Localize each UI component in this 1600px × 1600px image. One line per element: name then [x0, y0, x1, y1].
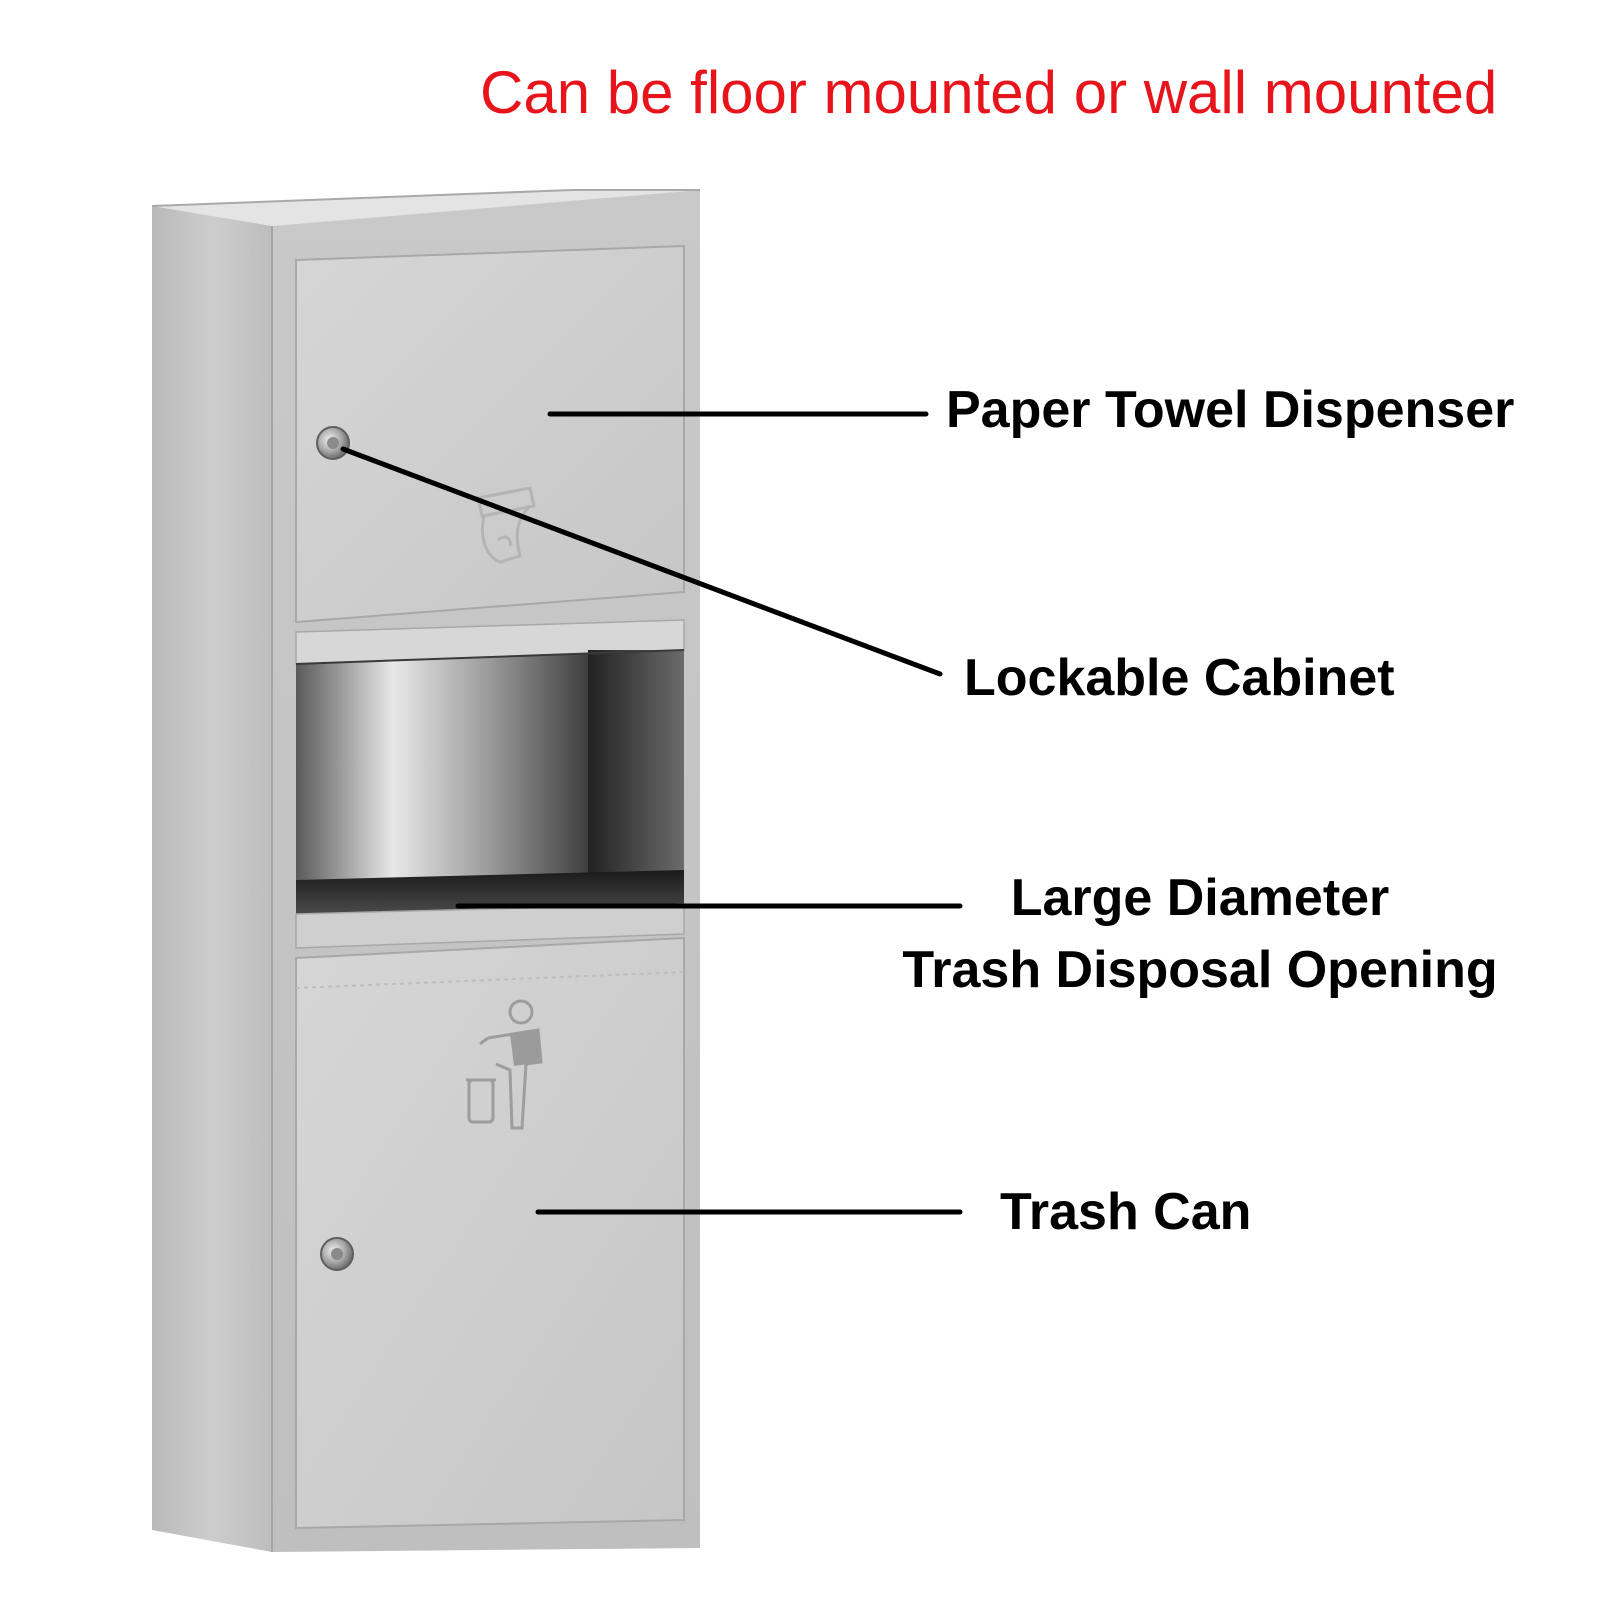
headline: Can be floor mounted or wall mounted	[480, 59, 1498, 126]
trash-can-door[interactable]	[295, 936, 685, 1530]
litter-bin-person-fill	[510, 1030, 541, 1066]
label-trash-disposal-opening-line2: Trash Disposal Opening	[902, 941, 1498, 999]
lower-lock-icon[interactable]	[320, 1237, 354, 1271]
cabinet-side-panel	[152, 206, 272, 1552]
paper-towel-icon	[476, 486, 536, 564]
leader-lines	[340, 411, 963, 1215]
cabinet	[151, 189, 700, 1552]
trash-disposal-opening	[295, 619, 685, 949]
upper-lock-icon[interactable]	[316, 426, 350, 460]
label-paper-towel-dispenser: Paper Towel Dispenser	[946, 381, 1515, 439]
leader-lockable-cabinet	[340, 446, 943, 677]
label-trash-disposal-opening-line1: Large Diameter	[1010, 869, 1390, 927]
label-trash-can: Trash Can	[1000, 1183, 1252, 1241]
paper-towel-door[interactable]	[295, 244, 685, 624]
label-lockable-cabinet: Lockable Cabinet	[964, 649, 1395, 707]
cabinet-top-face	[152, 190, 700, 226]
label-trash-disposal-opening: Large Diameter Trash Disposal Opening	[880, 862, 1520, 1006]
